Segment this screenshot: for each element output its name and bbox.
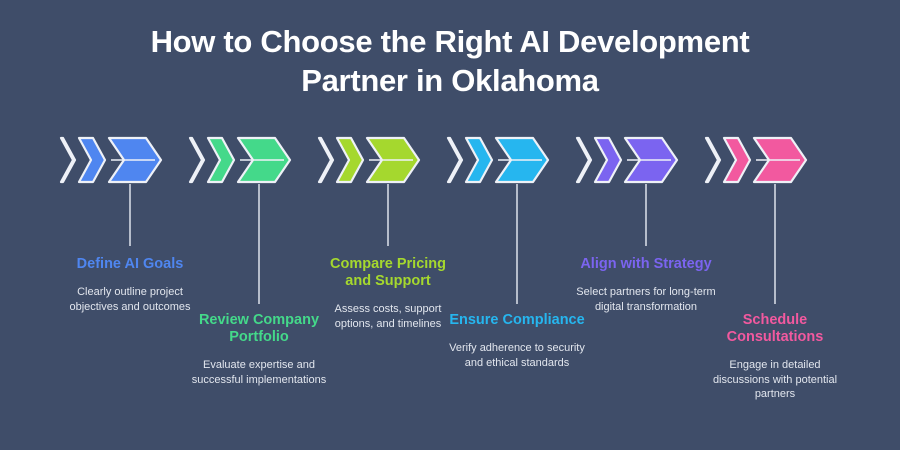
step-connector-line xyxy=(387,184,389,246)
triple-chevron-right-icon xyxy=(184,136,334,184)
step-connector-line xyxy=(258,184,260,304)
triple-chevron-right-icon xyxy=(442,136,592,184)
triple-chevron-right-icon xyxy=(55,136,205,184)
chevron-right-icon xyxy=(464,136,494,184)
step-title: Ensure Compliance xyxy=(449,312,585,328)
triple-chevron-right-icon xyxy=(313,136,463,184)
step-connector-line xyxy=(516,184,518,304)
step-description: Evaluate expertise and successful implem… xyxy=(191,359,327,386)
step-title: Review Company Portfolio xyxy=(198,312,320,345)
chevron-right-icon xyxy=(446,136,464,184)
chevron-right-icon xyxy=(722,136,752,184)
chevron-right-icon xyxy=(335,136,365,184)
step-description: Select partners for long-term digital tr… xyxy=(576,286,716,313)
triple-chevron-right-icon xyxy=(700,136,850,184)
step-description: Engage in detailed discussions with pote… xyxy=(712,359,838,400)
page-title-line-2: Partner in Oklahoma xyxy=(301,63,599,98)
chevron-right-icon xyxy=(188,136,206,184)
chevron-right-icon xyxy=(575,136,593,184)
page-title: How to Choose the Right AI Development P… xyxy=(0,22,900,100)
triple-chevron-right-icon xyxy=(571,136,721,184)
step-description: Verify adherence to security and ethical… xyxy=(449,342,585,369)
step-connector-line xyxy=(129,184,131,246)
step-description: Assess costs, support options, and timel… xyxy=(334,303,442,330)
step-description: Clearly outline project objectives and o… xyxy=(69,286,191,313)
chevron-right-icon xyxy=(704,136,722,184)
step-title: Align with Strategy xyxy=(580,256,712,272)
step-connector-line xyxy=(645,184,647,246)
step-title: Schedule Consultations xyxy=(726,312,824,345)
chevron-right-icon xyxy=(593,136,623,184)
chevron-right-icon xyxy=(77,136,107,184)
step-title: Compare Pricing and Support xyxy=(329,256,447,289)
step-title: Define AI Goals xyxy=(76,256,184,272)
chevron-right-icon xyxy=(206,136,236,184)
chevron-right-icon xyxy=(317,136,335,184)
chevron-right-icon xyxy=(59,136,77,184)
step-connector-line xyxy=(774,184,776,304)
page-title-line-1: How to Choose the Right AI Development xyxy=(150,24,750,59)
